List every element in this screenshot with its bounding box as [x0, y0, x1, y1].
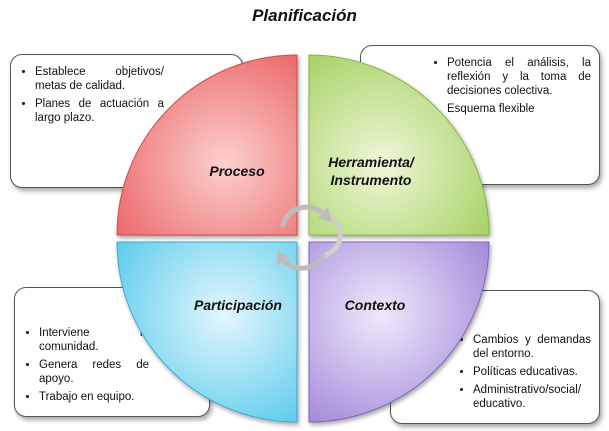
- quadrant-participacion: [116, 241, 298, 423]
- list-item: Esquema flexible: [447, 102, 591, 116]
- label-herramienta-line2: Instrumento: [330, 172, 412, 188]
- box-contexto-list: Cambios y demandas del entorno. Política…: [459, 333, 591, 411]
- label-contexto: Contexto: [344, 297, 406, 313]
- list-item: Planes de actuación a largo plazo.: [35, 97, 164, 125]
- list-item: Genera redes de apoyo.: [39, 358, 149, 386]
- quadrant-herramienta: [308, 54, 490, 236]
- quadrant-contexto: [308, 241, 490, 423]
- list-item: Interviene la comunidad.: [39, 326, 149, 354]
- label-proceso: Proceso: [209, 163, 265, 179]
- label-herramienta: Herramienta/ Instrumento: [316, 153, 426, 189]
- circular-arrows-icon: [276, 204, 343, 271]
- list-item: Establece objetivos/ metas de calidad.: [35, 65, 164, 93]
- label-participacion: Participación: [194, 297, 282, 313]
- diagram-title: Planificación: [252, 6, 357, 25]
- list-item: Potencia el análisis, la reflexión y la …: [447, 56, 591, 98]
- list-item: Administrativo/social/ educativo.: [473, 383, 591, 411]
- box-proceso-list: Establece objetivos/ metas de calidad. P…: [21, 65, 164, 125]
- list-item: Trabajo en equipo.: [39, 390, 149, 404]
- box-participacion-list: Interviene la comunidad. Genera redes de…: [25, 326, 149, 404]
- label-herramienta-line1: Herramienta/: [328, 154, 414, 170]
- box-herramienta-list: Potencia el análisis, la reflexión y la …: [433, 56, 591, 116]
- list-item: Cambios y demandas del entorno.: [473, 333, 591, 361]
- list-item: Políticas educativas.: [473, 365, 591, 379]
- quadrant-proceso: [116, 54, 298, 236]
